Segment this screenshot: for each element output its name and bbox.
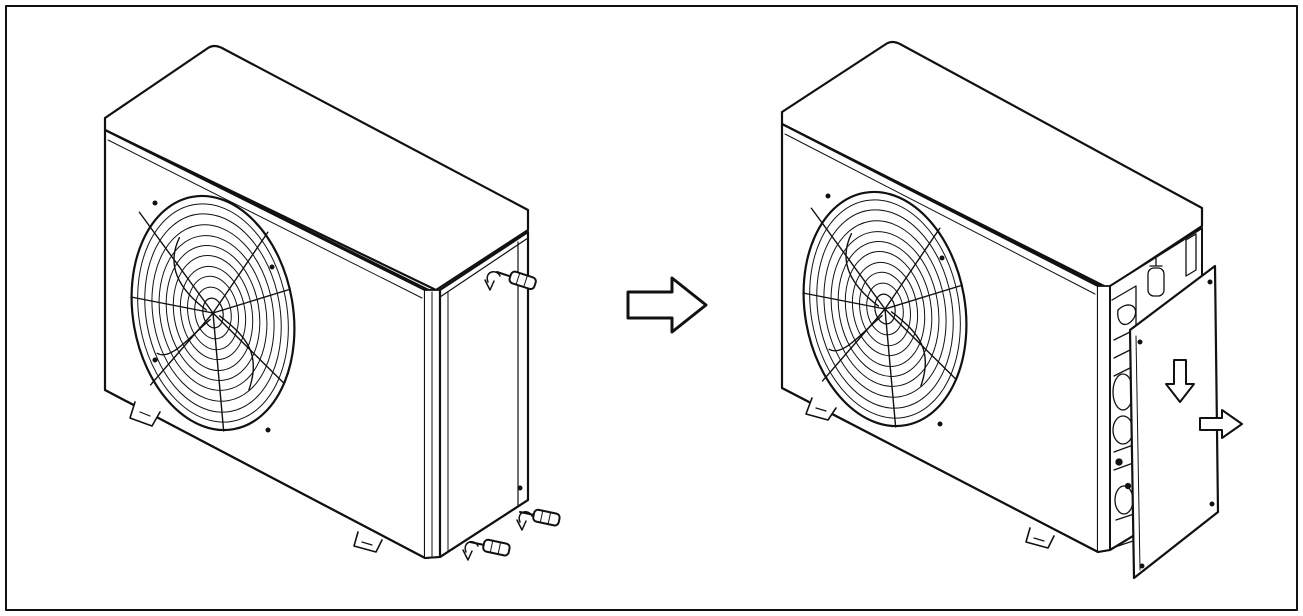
internal-components (1111, 233, 1197, 549)
hollow-arrow-right-icon (626, 276, 708, 334)
hollow-arrow-right-icon (1199, 409, 1243, 439)
unit-step-1-closed (103, 44, 530, 560)
screwdriver-bottom-icon (462, 535, 512, 561)
hollow-arrow-down-icon (1165, 359, 1195, 403)
side-panel-removed (1128, 264, 1220, 580)
screwdriver-middle-icon (516, 505, 562, 531)
diagram-border (5, 5, 1298, 611)
